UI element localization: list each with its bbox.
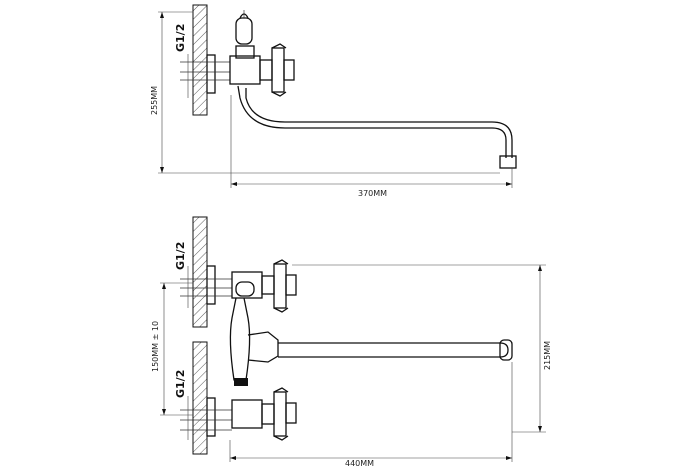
bottom-wall-upper <box>193 217 207 327</box>
top-shower-holder <box>236 18 252 44</box>
bottom-view: G1/2 G1/2 <box>151 217 552 467</box>
bottom-height-dim: 215MM <box>543 341 552 370</box>
top-wall <box>193 5 207 115</box>
bottom-length-dim: 440MM <box>345 459 374 467</box>
bottom-spout <box>278 343 508 357</box>
bottom-lower-cross-handle <box>274 388 296 440</box>
top-length-dim: 370MM <box>358 189 387 198</box>
bottom-thread-label-upper: G1/2 <box>174 242 187 270</box>
top-mixer-body <box>230 56 260 84</box>
top-thread-label: G1/2 <box>174 24 187 52</box>
bottom-center-distance-dim: 150MM ± 10 <box>151 321 160 372</box>
bottom-thread-label-lower: G1/2 <box>174 370 187 398</box>
top-wall-flange <box>207 55 215 93</box>
bottom-mixer-body <box>230 298 249 380</box>
top-height-dim: 255MM <box>150 86 159 115</box>
bottom-wall-lower <box>193 342 207 454</box>
bottom-lower-valve <box>232 400 262 428</box>
bottom-upper-cross-handle <box>274 260 296 312</box>
bottom-body-ring <box>234 378 248 386</box>
top-view: G1/2 255MM 370MM <box>150 5 516 198</box>
top-cross-handle <box>272 44 294 96</box>
